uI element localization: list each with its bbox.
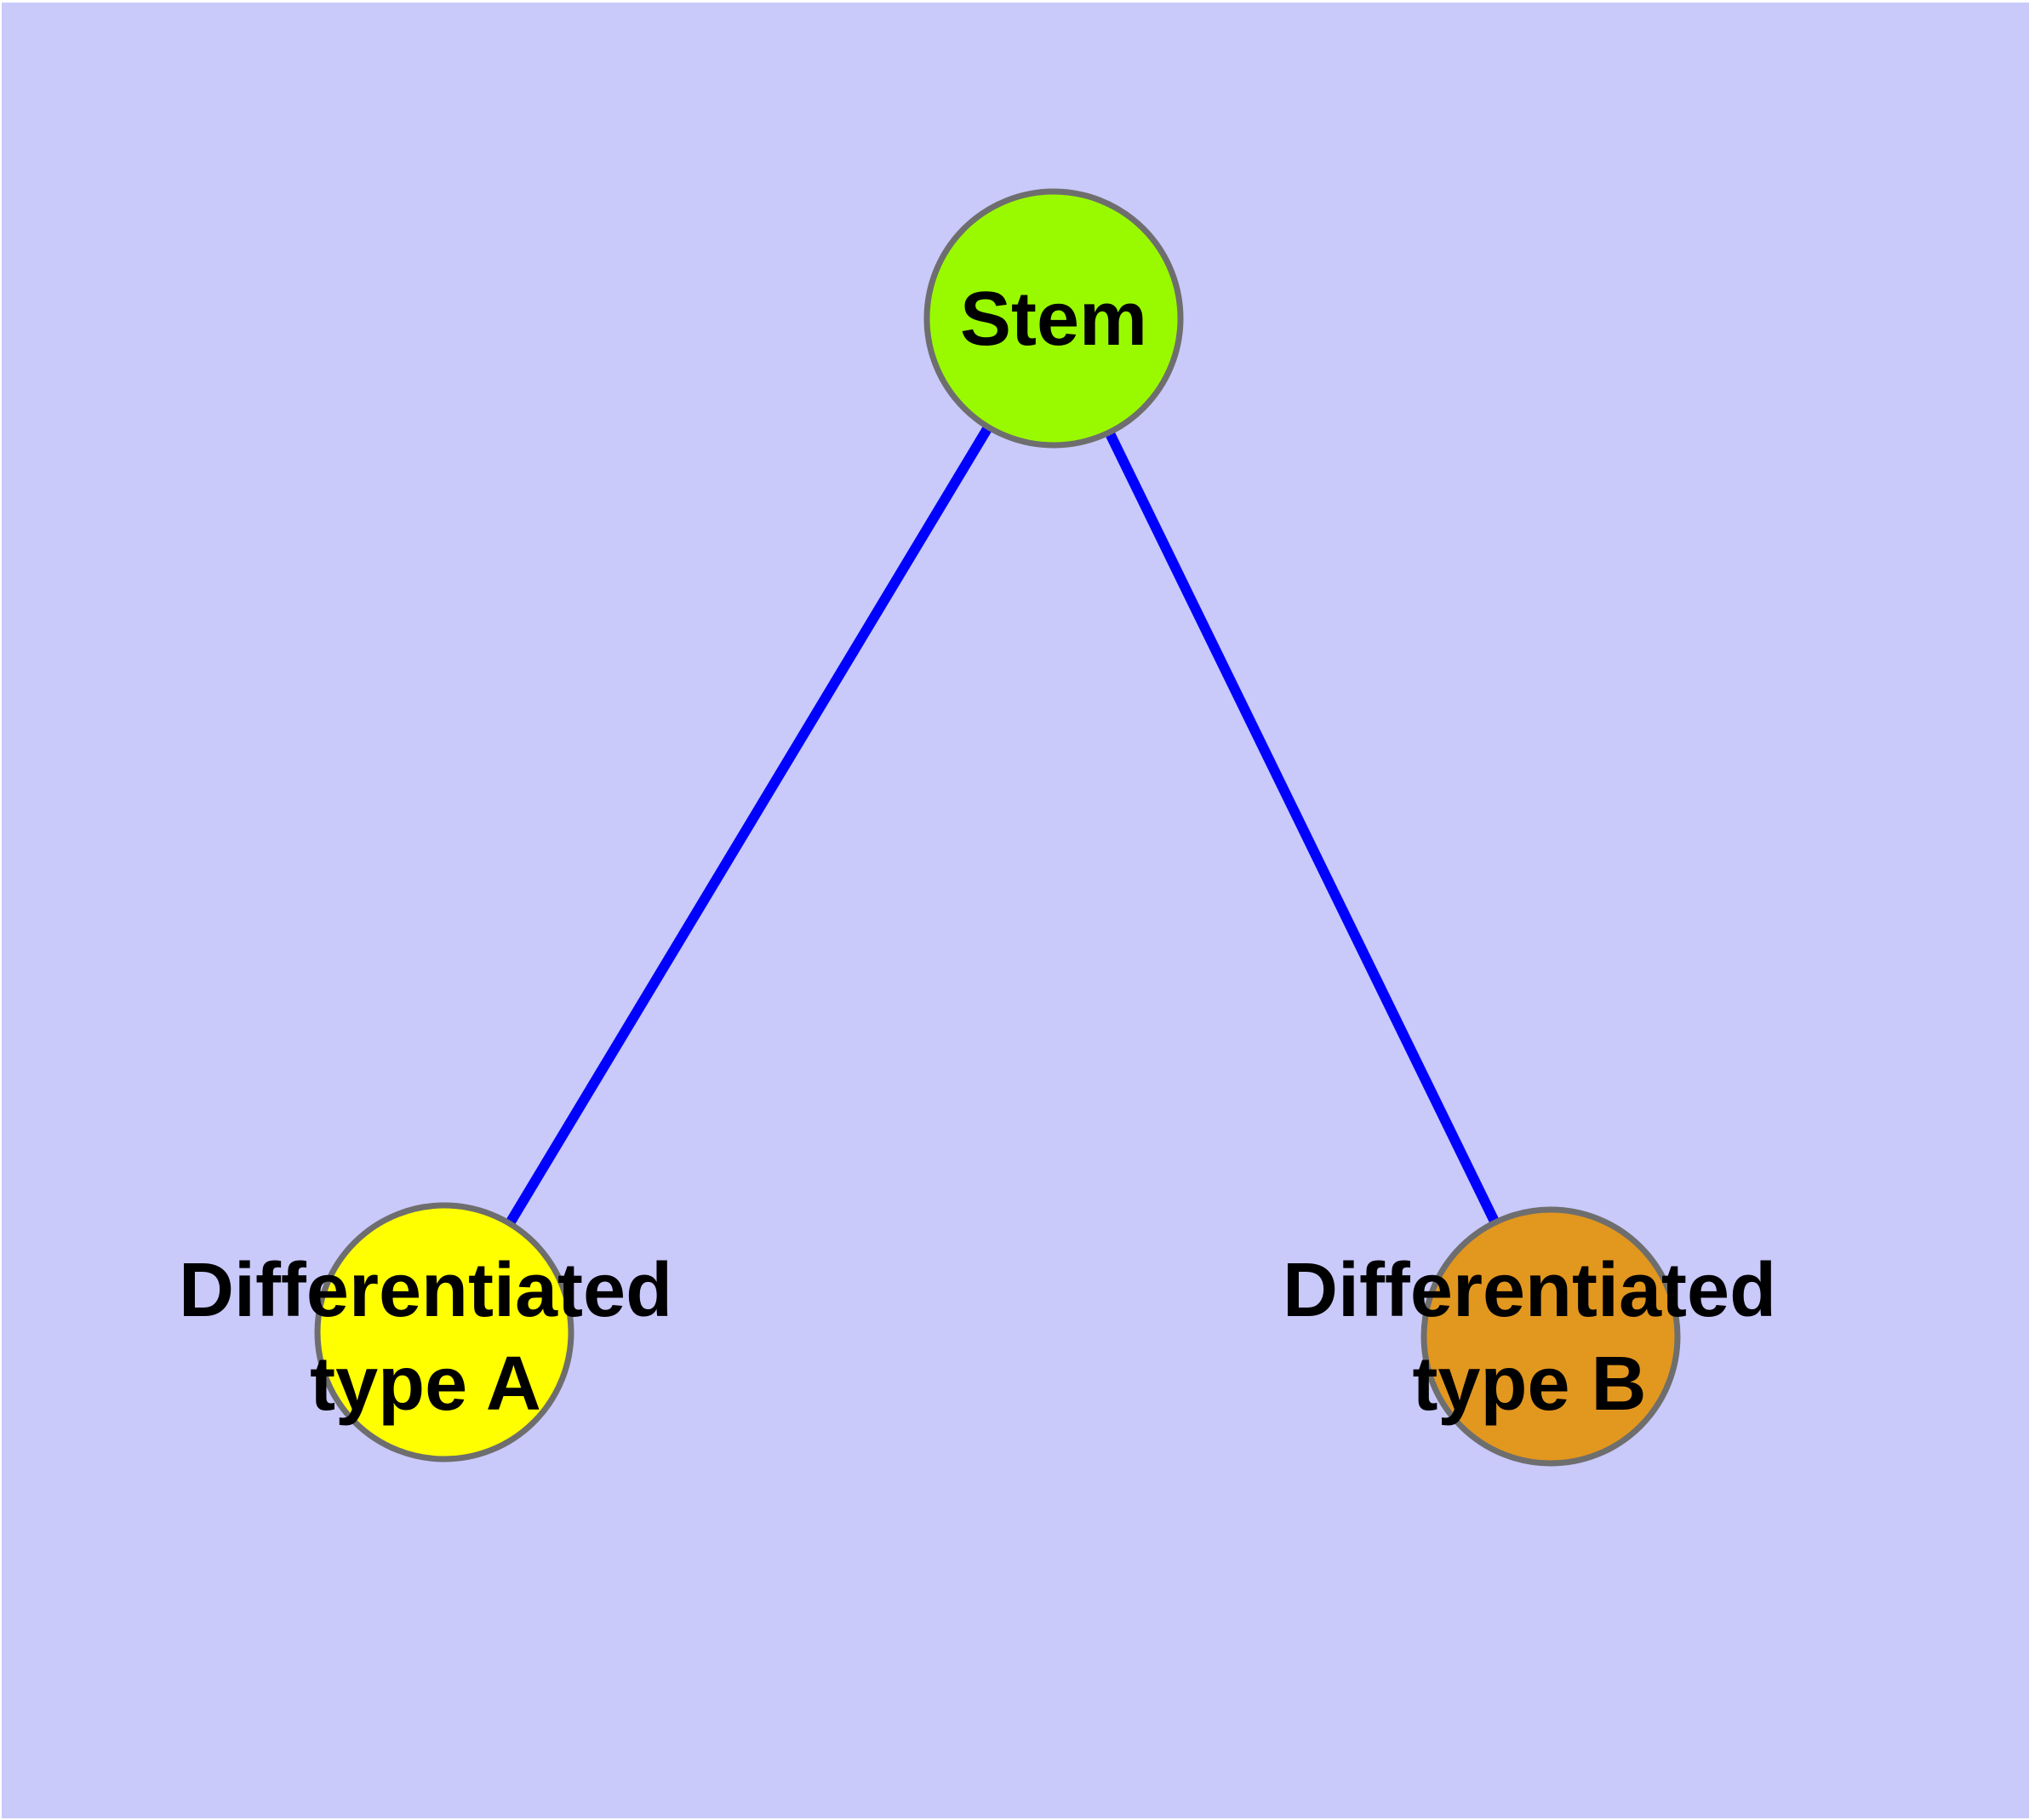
edge-stem-to-type-b [1049,316,1556,1339]
stem-node-label-text: Stem [959,277,1148,363]
type-a-node-circle [314,1202,574,1462]
type-a-node-label: Differentiated type A [179,1245,672,1432]
stem-node-label: Stem [960,273,1147,367]
type-b-node-label-line-1: Differentiated [1282,1248,1777,1334]
type-a-node-label-line-2: type A [310,1342,541,1427]
stem-node-circle [923,188,1184,449]
type-a-node-label-line-1: Differentiated [178,1248,673,1334]
type-b-node-label: Differentiated type B [1283,1245,1776,1432]
edge-stem-to-type-a [439,315,1059,1336]
type-b-node-label-line-2: type B [1412,1342,1647,1427]
type-b-node-circle [1420,1206,1681,1467]
